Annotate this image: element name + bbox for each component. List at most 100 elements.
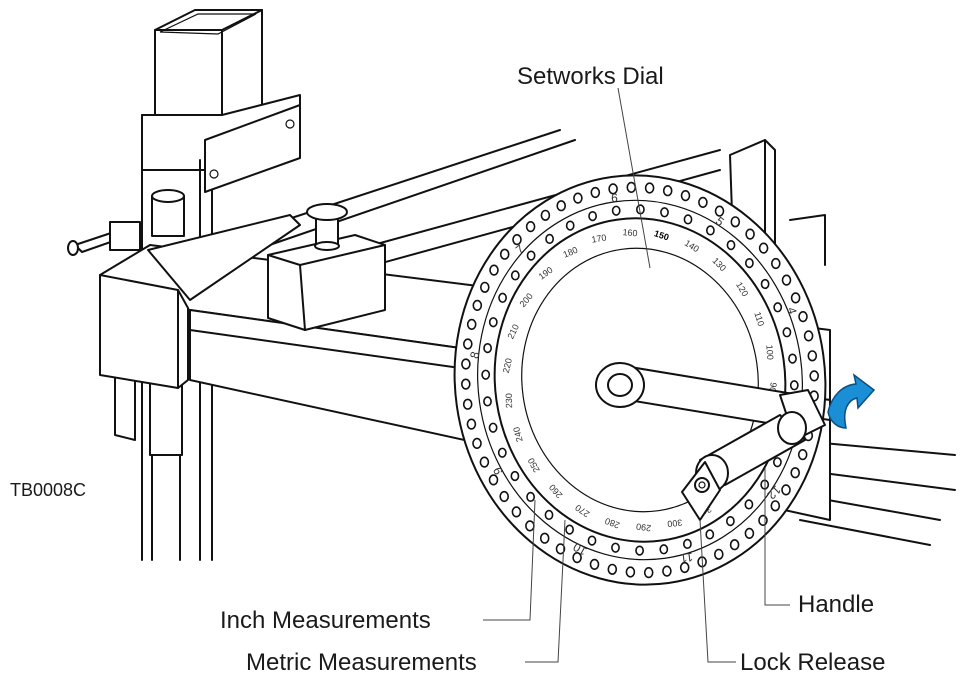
- dial-hole: [803, 330, 814, 342]
- dial-hole: [488, 422, 498, 433]
- dial-hole: [472, 299, 483, 312]
- dial-hole: [556, 200, 567, 212]
- dial-hole: [461, 358, 471, 370]
- dial-hole: [498, 292, 507, 303]
- dial-hole: [809, 370, 820, 382]
- metric-tick-label: 220: [501, 357, 514, 374]
- dial-hole: [760, 278, 770, 290]
- dial-hole: [789, 380, 799, 391]
- dial-hole: [660, 207, 669, 218]
- rotation-arrow-icon: [827, 373, 876, 429]
- leader-lines: [483, 87, 790, 663]
- dial-hole: [488, 317, 498, 328]
- dial-hole: [539, 532, 550, 544]
- dial-hole: [745, 257, 754, 269]
- metric-tick-label: 290: [636, 521, 652, 533]
- dial-hole: [790, 467, 801, 479]
- dial-hole: [729, 539, 740, 551]
- dial-hole: [511, 506, 522, 518]
- dial-hole: [683, 214, 693, 225]
- dial-hole: [499, 248, 510, 260]
- dial-hole: [705, 529, 715, 540]
- dial-hole: [626, 181, 637, 193]
- metric-tick-label: 150: [653, 228, 670, 242]
- dial-hole: [726, 239, 736, 251]
- dial-hole: [555, 543, 566, 555]
- dial-hole: [483, 396, 492, 407]
- metric-tick-label: 240: [511, 426, 524, 443]
- stop-block: [267, 203, 386, 331]
- dial-hole: [525, 520, 535, 532]
- dial-hole: [714, 205, 725, 217]
- dial-hole: [587, 535, 597, 546]
- dial-hole: [572, 551, 582, 564]
- lock-release-label: Lock Release: [740, 649, 885, 676]
- inch-tick-label: 9: [490, 465, 506, 477]
- dial-hole: [466, 318, 477, 331]
- dial-hole: [489, 264, 499, 276]
- inch-tick-label: 11: [679, 550, 694, 566]
- dial-hole: [781, 484, 791, 496]
- metric-tick-label: 90: [767, 382, 779, 394]
- dial-hole: [590, 186, 601, 199]
- dial-hole: [488, 474, 499, 486]
- dial-hole: [745, 228, 755, 240]
- dial-hole: [483, 342, 492, 354]
- dial-hole: [588, 210, 597, 222]
- dial-hole: [607, 563, 618, 575]
- dial-hole: [544, 509, 554, 521]
- dial-hole: [773, 457, 782, 468]
- dial-hole: [625, 566, 636, 578]
- outer-hole-ring: [460, 181, 820, 579]
- dial-hole: [611, 542, 620, 553]
- dial-hole: [573, 192, 583, 204]
- dial-hole: [713, 548, 724, 560]
- metric-measurements-label: Metric Measurements: [246, 649, 477, 676]
- metric-tick-label: 100: [764, 345, 775, 361]
- inch-tick-label: 4: [784, 306, 799, 316]
- dial-hole: [659, 544, 669, 555]
- vertical-post: [67, 9, 301, 561]
- dial-hole: [790, 292, 801, 304]
- dial-hole: [662, 185, 673, 197]
- dial-hole: [698, 196, 708, 208]
- dial-hole: [479, 281, 490, 293]
- metric-tick-label: 160: [622, 227, 638, 238]
- metric-tick-label: 110: [752, 311, 766, 328]
- crank-handle: [595, 362, 826, 521]
- dial-hole: [545, 233, 554, 245]
- dial-hole: [510, 470, 520, 482]
- dial-hole: [499, 490, 510, 503]
- setworks-dial-label: Setworks Dial: [517, 63, 664, 90]
- figure-code: TB0008C: [10, 480, 86, 500]
- dial-hole: [481, 369, 491, 380]
- dial-hole: [683, 538, 692, 550]
- dial-hole: [510, 270, 520, 281]
- dial-hole: [479, 456, 490, 468]
- dial-hole: [526, 491, 535, 503]
- dial-hole: [781, 274, 792, 286]
- dial-hole: [472, 437, 482, 450]
- dial-hole: [643, 566, 654, 579]
- dial-hole: [788, 353, 797, 364]
- metric-tick-label: 300: [667, 517, 683, 529]
- dial-hole: [565, 220, 575, 231]
- dial-hole: [744, 527, 755, 540]
- dial-hole: [726, 515, 735, 527]
- dial-hole: [744, 499, 754, 510]
- dial-hole: [512, 234, 522, 246]
- dial-hole: [608, 183, 618, 195]
- dial-hole: [758, 242, 769, 254]
- dial-hole: [730, 216, 741, 228]
- dial-hole: [526, 250, 536, 261]
- dial-hole: [770, 500, 781, 512]
- metric-tick-label: 230: [504, 393, 514, 408]
- dial-hole: [782, 327, 792, 338]
- dial-hole: [797, 449, 808, 461]
- dial-hole: [565, 524, 574, 535]
- dial-hole: [706, 225, 715, 236]
- dial-hole: [635, 545, 644, 556]
- metric-tick-label: 170: [591, 232, 607, 244]
- inch-tick-label: 10: [570, 540, 589, 559]
